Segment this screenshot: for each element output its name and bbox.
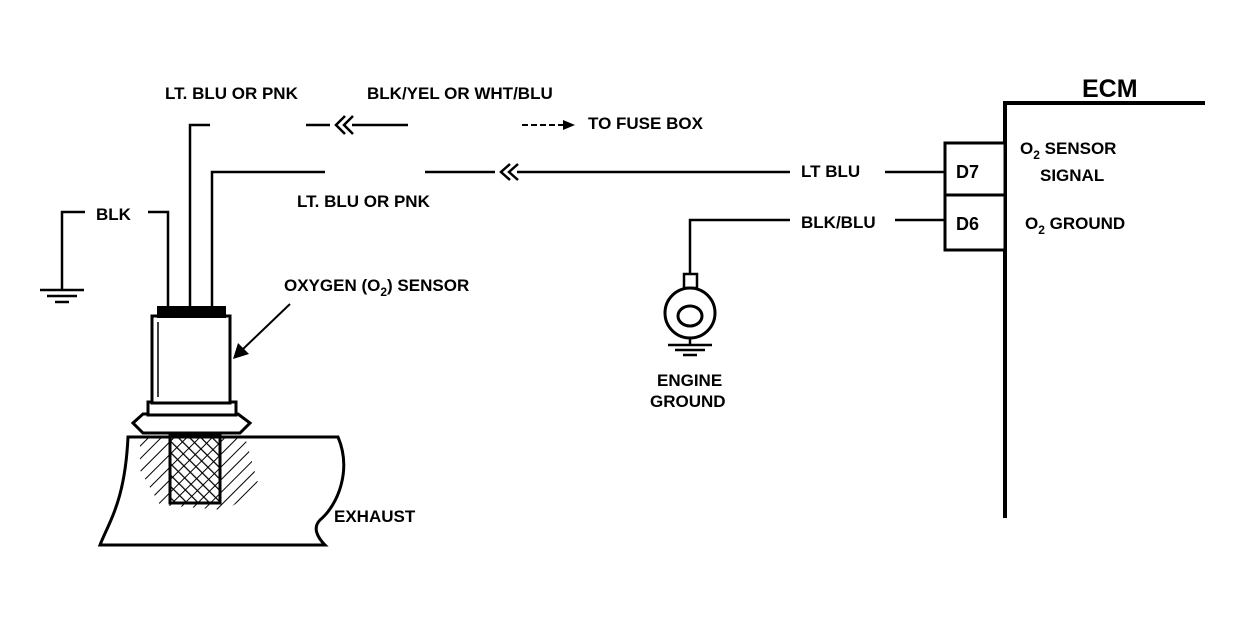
label-engine: ENGINE: [657, 371, 722, 390]
wire-blk-blu: [688, 218, 790, 275]
label-fuse-box: TO FUSE BOX: [588, 114, 704, 133]
wire-lead-top: [188, 123, 210, 306]
sensor-pointer-arrow: [233, 303, 291, 359]
wire-blk-lead: [148, 210, 170, 306]
ecm-outline: [1003, 101, 1205, 518]
connector-top-icon: [334, 115, 354, 135]
label-wire-lower-left: LT. BLU OR PNK: [297, 192, 431, 211]
label-blk-blu: BLK/BLU: [801, 213, 876, 232]
label-lt-blu: LT BLU: [801, 162, 860, 181]
wire-lead-lower: [210, 170, 325, 306]
label-wire-top-mid: BLK/YEL OR WHT/BLU: [367, 84, 553, 103]
connector-signal-icon: [499, 163, 519, 181]
label-o2-sensor-signal: O2 SENSOR: [1020, 139, 1116, 162]
fuse-arrow-icon: [522, 120, 575, 130]
label-exhaust: EXHAUST: [334, 507, 416, 526]
label-blk: BLK: [96, 205, 132, 224]
label-signal: SIGNAL: [1040, 166, 1104, 185]
label-pin-d6: D6: [956, 214, 979, 234]
label-ground: GROUND: [650, 392, 726, 411]
label-wire-top-left: LT. BLU OR PNK: [165, 84, 299, 103]
exhaust-pipe: [97, 435, 346, 547]
ecm-pin-d6: [943, 193, 1007, 252]
ecm-pin-d7: [943, 141, 1007, 197]
label-oxygen-sensor: OXYGEN (O2) SENSOR: [284, 276, 469, 299]
oxygen-sensor: [130, 306, 253, 505]
chassis-ground-icon: [40, 288, 84, 304]
engine-ground-terminal-icon: [663, 272, 717, 357]
label-o2-ground: O2 GROUND: [1025, 214, 1125, 237]
label-ecm: ECM: [1082, 75, 1138, 103]
label-pin-d7: D7: [956, 162, 979, 182]
wire-blk-ground: [60, 210, 85, 290]
